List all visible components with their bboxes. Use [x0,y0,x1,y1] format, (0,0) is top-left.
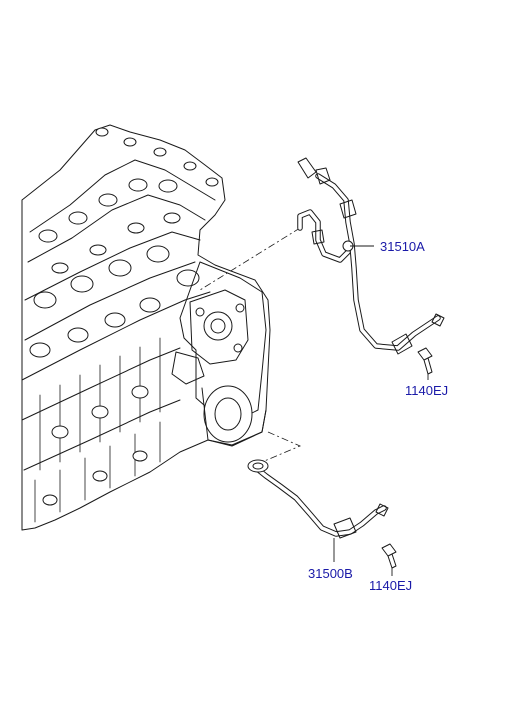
reference-line-upper [199,227,301,291]
callout-1140EJ-upper: 1140EJ [405,383,448,398]
callout-31500B: 31500B [308,566,353,581]
bolt-upper[interactable] [417,347,433,375]
block-ribs [34,337,161,523]
front-cover [171,261,267,447]
camshaft-bosses [38,127,219,274]
fuel-pipe-lower[interactable] [247,459,389,539]
callout-31510A: 31510A [380,239,425,254]
callout-1140EJ-lower: 1140EJ [369,578,412,593]
bolt-lower[interactable] [381,543,397,569]
intake-ports [29,245,200,358]
engine-block [21,124,271,531]
reference-line-lower [261,431,302,463]
fuel-pipe-upper[interactable] [297,157,445,355]
